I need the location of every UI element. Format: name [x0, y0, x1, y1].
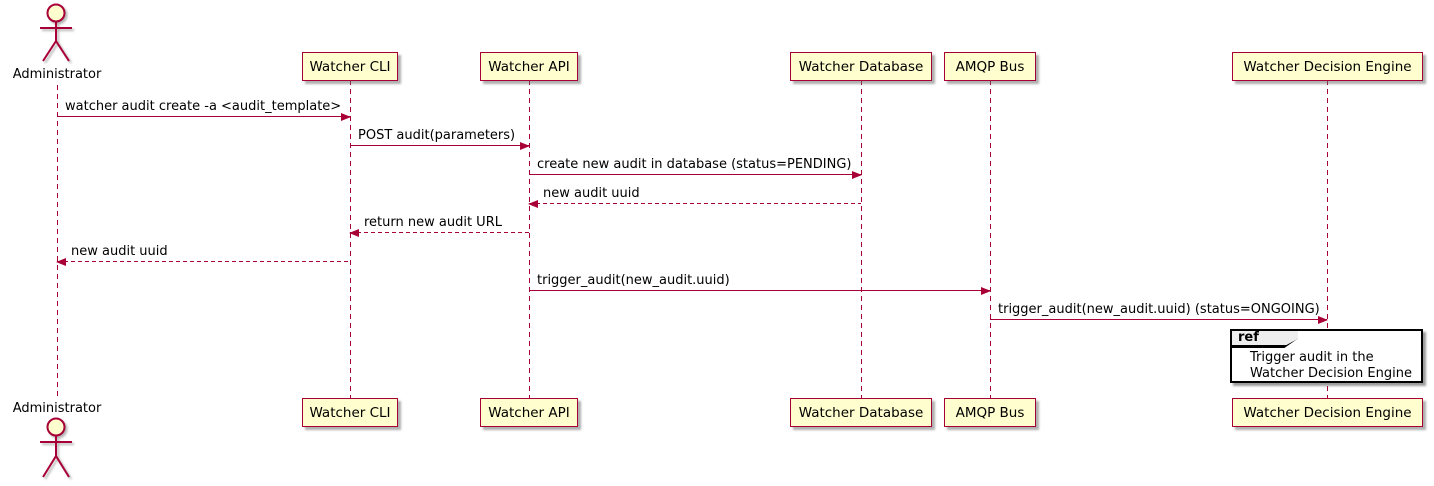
- message-line: [349, 228, 529, 237]
- participant-box-amqp-bus-top: AMQP Bus: [944, 52, 1036, 81]
- message-line: [529, 170, 862, 179]
- lifeline-administrator: [57, 85, 58, 400]
- arrow-left-icon: [56, 257, 66, 266]
- arrow-right-icon: [520, 141, 530, 150]
- actor-label-administrator-bottom: Administrator: [12, 401, 102, 416]
- lifeline-watcher-database: [861, 80, 862, 398]
- arrow-left-icon: [528, 199, 538, 208]
- arrow-right-icon: [852, 170, 862, 179]
- message-5: return new audit URL: [349, 215, 529, 237]
- message-label: create new audit in database (status=PEN…: [537, 157, 852, 172]
- message-line: [990, 315, 1328, 324]
- lifeline-amqp-bus: [990, 80, 991, 398]
- message-7: trigger_audit(new_audit.uuid): [529, 273, 991, 295]
- message-3: create new audit in database (status=PEN…: [529, 157, 862, 179]
- message-label: trigger_audit(new_audit.uuid) (status=ON…: [998, 302, 1320, 317]
- participant-box-watcher-database-bottom: Watcher Database: [790, 398, 932, 427]
- message-label: new audit uuid: [543, 186, 640, 201]
- ref-fragment: ref Trigger audit in the Watcher Decisio…: [1230, 329, 1423, 383]
- ref-text-line-1: Trigger audit in the: [1250, 350, 1374, 365]
- message-line: [528, 199, 861, 208]
- arrow-right-icon: [981, 286, 991, 295]
- participant-box-watcher-cli-bottom: Watcher CLI: [302, 398, 398, 427]
- ref-keyword: ref: [1232, 331, 1298, 345]
- message-line: [350, 141, 530, 150]
- ref-text: Trigger audit in the Watcher Decision En…: [1250, 350, 1412, 382]
- arrow-right-icon: [1318, 315, 1328, 324]
- message-line: [57, 112, 351, 121]
- message-1: watcher audit create -a <audit_template>: [57, 99, 351, 121]
- actor-icon: [40, 417, 72, 478]
- participant-box-watcher-cli-top: Watcher CLI: [302, 52, 398, 81]
- message-label: trigger_audit(new_audit.uuid): [537, 273, 730, 288]
- arrow-right-icon: [341, 112, 351, 121]
- participant-box-watcher-decision-engine-top: Watcher Decision Engine: [1232, 52, 1423, 81]
- lifeline-watcher-cli: [350, 80, 351, 398]
- actor-label-administrator-top: Administrator: [12, 67, 102, 82]
- message-line: [529, 286, 991, 295]
- message-label: POST audit(parameters): [358, 128, 516, 143]
- message-label: new audit uuid: [71, 244, 168, 259]
- lifeline-watcher-api: [529, 80, 530, 398]
- participant-box-watcher-api-bottom: Watcher API: [480, 398, 578, 427]
- message-8: trigger_audit(new_audit.uuid) (status=ON…: [990, 302, 1328, 324]
- actor-icon: [40, 3, 72, 62]
- message-line: [56, 257, 350, 266]
- message-2: POST audit(parameters): [350, 128, 530, 150]
- participant-box-watcher-api-top: Watcher API: [480, 52, 578, 81]
- message-6: new audit uuid: [56, 244, 350, 266]
- participant-box-watcher-database-top: Watcher Database: [790, 52, 932, 81]
- lifeline-watcher-decision-engine: [1327, 80, 1328, 398]
- ref-text-line-2: Watcher Decision Engine: [1250, 366, 1412, 381]
- arrow-left-icon: [349, 228, 359, 237]
- message-label: return new audit URL: [364, 215, 502, 230]
- message-4: new audit uuid: [528, 186, 861, 208]
- ref-tab: ref: [1230, 329, 1298, 348]
- message-label: watcher audit create -a <audit_template>: [65, 99, 342, 114]
- participant-box-amqp-bus-bottom: AMQP Bus: [944, 398, 1036, 427]
- participant-box-watcher-decision-engine-bottom: Watcher Decision Engine: [1232, 398, 1423, 427]
